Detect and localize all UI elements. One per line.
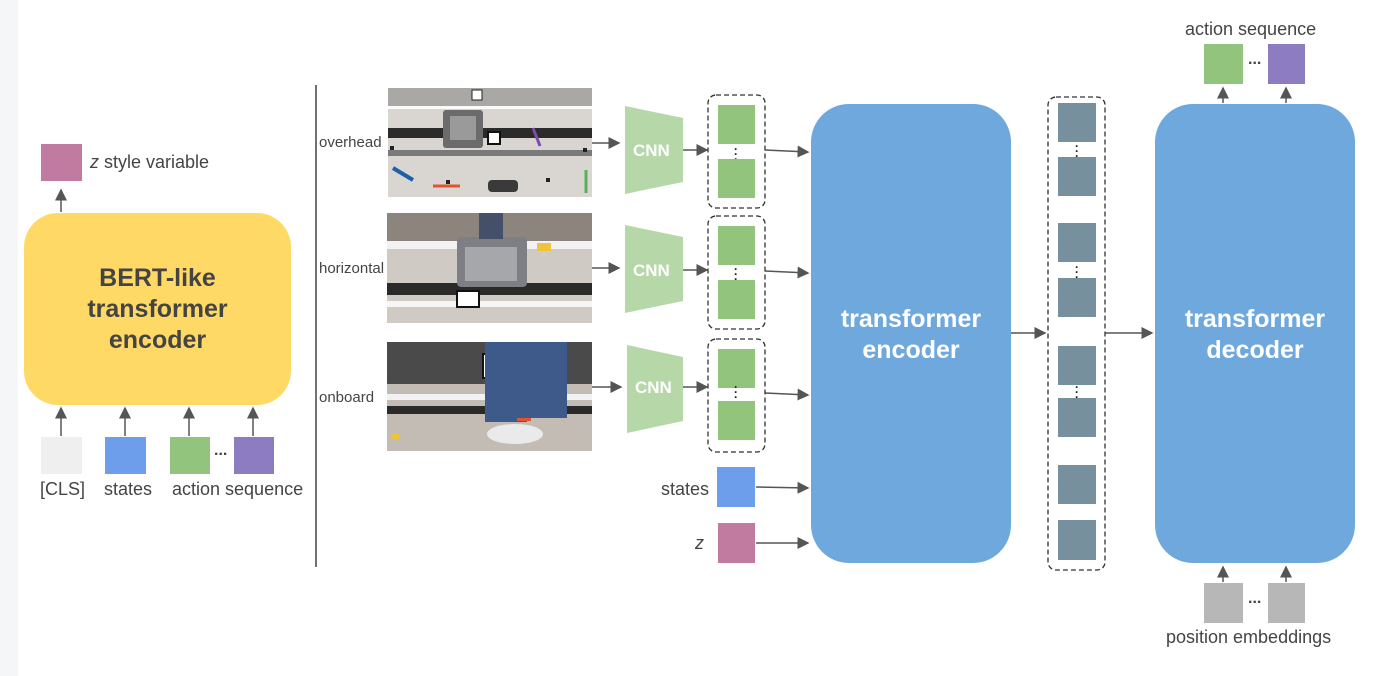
overhead-camera-image (388, 88, 592, 197)
z-token-right (718, 523, 755, 563)
feature-token-3b (718, 401, 755, 440)
horizontal-camera-image (387, 213, 592, 323)
cnn-block-2 (625, 225, 683, 313)
feature-group-3 (707, 338, 766, 453)
enc-token-7 (1058, 465, 1096, 504)
states-label-right: states (661, 479, 710, 499)
cnn-block-3 (627, 345, 683, 433)
decoder-title-line-2: decoder (1206, 336, 1304, 364)
position-embeddings-label: position embeddings (1166, 627, 1332, 647)
arrow-feat2-enc (764, 266, 810, 279)
feature-token-3a (718, 349, 755, 388)
feature-token-1b (718, 159, 755, 198)
states-label-left: states (104, 479, 153, 499)
action-sequence-label-right: action sequence (1185, 19, 1317, 39)
enc-vdots-3: ··· (1075, 380, 1079, 404)
z-style-variable-label: z style variable (90, 152, 209, 173)
bert-title-line-2: transformer (87, 295, 228, 323)
cnn-label-2: CNN (633, 261, 670, 280)
position-token-first (1204, 583, 1243, 623)
enc-token-2 (1058, 157, 1096, 196)
feature-token-2a (718, 226, 755, 265)
arrow-feat1-enc (764, 145, 810, 158)
transformer-encoder-title: transformer encoder (811, 304, 1011, 366)
feature-token-1a (718, 105, 755, 144)
action-token-last (234, 437, 274, 474)
position-token-last (1268, 583, 1305, 623)
encoder-title-line-1: transformer (840, 305, 982, 333)
feature-group-1 (707, 94, 766, 209)
action-token-first (170, 437, 210, 474)
cnn-label-1: CNN (633, 141, 670, 160)
bert-title-line-1: BERT-like (99, 264, 216, 292)
enc-token-8 (1058, 520, 1096, 560)
z-italic-right: z (695, 533, 704, 553)
enc-token-3 (1058, 223, 1096, 262)
transformer-decoder-title: transformer decoder (1155, 304, 1355, 366)
states-token (105, 437, 146, 474)
bert-title-line-3: encoder (108, 326, 207, 354)
enc-token-5 (1058, 346, 1096, 385)
position-ellipsis: ... (1248, 590, 1262, 607)
transformer-encoder-block (811, 104, 1011, 563)
encoder-token-group (1047, 96, 1106, 571)
enc-token-1 (1058, 103, 1096, 142)
states-token-right (717, 467, 755, 507)
onboard-camera-image (387, 342, 592, 451)
enc-vdots-2: ··· (1075, 260, 1079, 284)
cnn-block-1 (625, 106, 683, 194)
z-label-right: z (695, 533, 704, 554)
feature-vdots-2: ··· (734, 262, 738, 286)
camera-label-overhead: overhead (319, 134, 382, 151)
bert-encoder-block (24, 213, 291, 405)
onboard-scene (387, 342, 592, 451)
left-margin-strip (0, 0, 18, 676)
encoder-title-line-2: encoder (862, 336, 960, 364)
cls-token (41, 437, 82, 474)
camera-label-horizontal: horizontal (319, 260, 385, 277)
transformer-decoder-block (1155, 104, 1355, 563)
output-token-first (1204, 44, 1243, 84)
cnn-label-3: CNN (635, 378, 672, 397)
action-sequence-label-left: action sequence (172, 479, 304, 499)
feature-vdots-3: ··· (734, 380, 738, 404)
enc-token-6 (1058, 398, 1096, 437)
z-output-token (41, 144, 82, 181)
decoder-title-line-1: transformer (1184, 305, 1326, 333)
cls-label: [CLS] (40, 479, 86, 499)
arrow-states-enc (755, 481, 810, 494)
z-italic: z (90, 152, 99, 172)
horizontal-scene (387, 213, 592, 323)
arrow-feat3-enc (764, 388, 810, 401)
output-token-last (1268, 44, 1305, 84)
enc-token-4 (1058, 278, 1096, 317)
camera-label-onboard: onboard (319, 389, 375, 406)
action-ellipsis: ... (214, 442, 228, 459)
feature-group-2 (707, 215, 766, 330)
overhead-scene (388, 88, 592, 197)
feature-token-2b (718, 280, 755, 319)
bert-encoder-title: BERT-like transformer encoder (24, 263, 291, 356)
output-ellipsis: ... (1248, 51, 1262, 68)
enc-vdots-1: ··· (1075, 139, 1079, 163)
style-variable-text: style variable (104, 152, 210, 172)
